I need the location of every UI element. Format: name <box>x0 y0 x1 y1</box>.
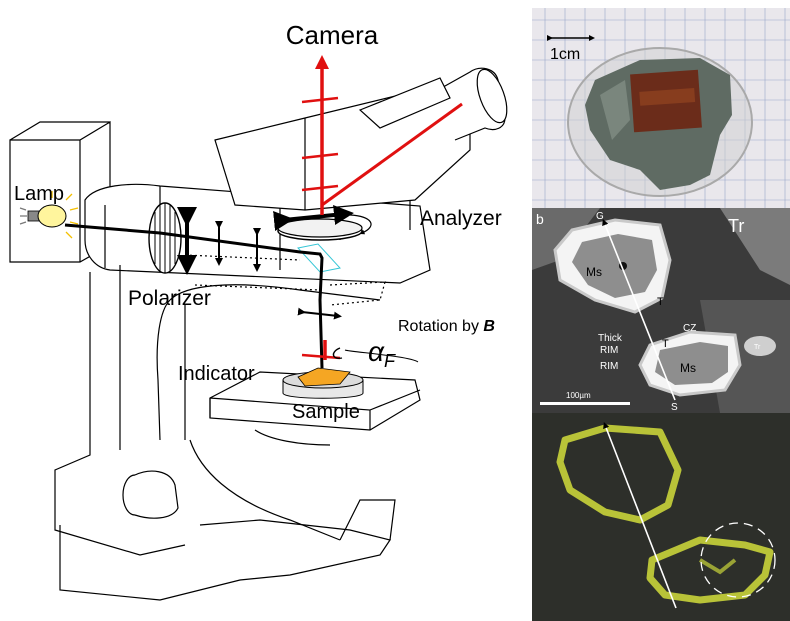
polarizer-label: Polarizer <box>128 287 211 310</box>
microscope-head <box>214 89 471 211</box>
sample-holder <box>282 367 364 399</box>
t-top-label: T <box>657 296 664 308</box>
profile-line-mo <box>603 422 677 609</box>
diagram-labels: Camera Lamp Analyzer Polarizer Rotation … <box>14 20 502 423</box>
sample-specimen <box>297 367 351 387</box>
polarizer-disc <box>148 202 182 274</box>
reflected-light-path <box>301 55 463 360</box>
alpha-symbol: α <box>368 336 385 367</box>
scale-bar <box>540 402 630 405</box>
magneto-optical-image <box>532 413 790 621</box>
rotation-label-prefix: Rotation by <box>398 318 483 335</box>
thick-label: Thick <box>598 333 623 344</box>
mo-contour-bottom <box>646 536 774 604</box>
tr-label: Tr <box>728 216 744 236</box>
beam-splitter <box>297 243 341 273</box>
sample-label: Sample <box>292 401 360 423</box>
point-s-label: S <box>671 402 678 413</box>
scale-bar-label: 100µm <box>566 391 591 400</box>
rotation-label: Rotation by B <box>398 318 495 335</box>
analyzer-rotation-arrow <box>349 214 372 235</box>
lamp-label: Lamp <box>14 183 64 205</box>
indicator-label: Indicator <box>178 363 255 385</box>
photo-scale-label: 1cm <box>550 46 580 63</box>
profile-line-b <box>602 219 676 401</box>
illumination-beam <box>64 223 324 369</box>
mo-contour-top <box>556 424 682 524</box>
t-bottom-label: T <box>662 338 669 350</box>
panel-b-letter: b <box>536 211 544 227</box>
micrograph-b: b G S Tr Tr Ms Ms T T CZ Thick RIM RIM 1… <box>532 208 790 413</box>
faraday-angle-label: αF <box>368 336 396 371</box>
magnetic-field-symbol: B <box>483 318 495 335</box>
cz-label: CZ <box>683 323 696 334</box>
microscope-base <box>59 519 391 601</box>
sample-photo: 1cm <box>532 8 790 208</box>
point-g-label: G <box>596 211 604 222</box>
alpha-subscript: F <box>384 351 396 371</box>
ms-bottom-label: Ms <box>680 361 696 375</box>
rim-upper-label: RIM <box>600 345 618 356</box>
analyzer-label: Analyzer <box>420 207 502 230</box>
highlight-circle <box>700 522 776 598</box>
rim-lower-label: RIM <box>600 361 618 372</box>
polarization-arrows <box>177 205 354 320</box>
tr-small-label: Tr <box>754 344 761 351</box>
ms-top-label: Ms <box>586 265 602 279</box>
microscope-stand <box>54 265 186 556</box>
lamp-bulb-icon <box>19 191 79 239</box>
camera-label: Camera <box>286 20 379 50</box>
